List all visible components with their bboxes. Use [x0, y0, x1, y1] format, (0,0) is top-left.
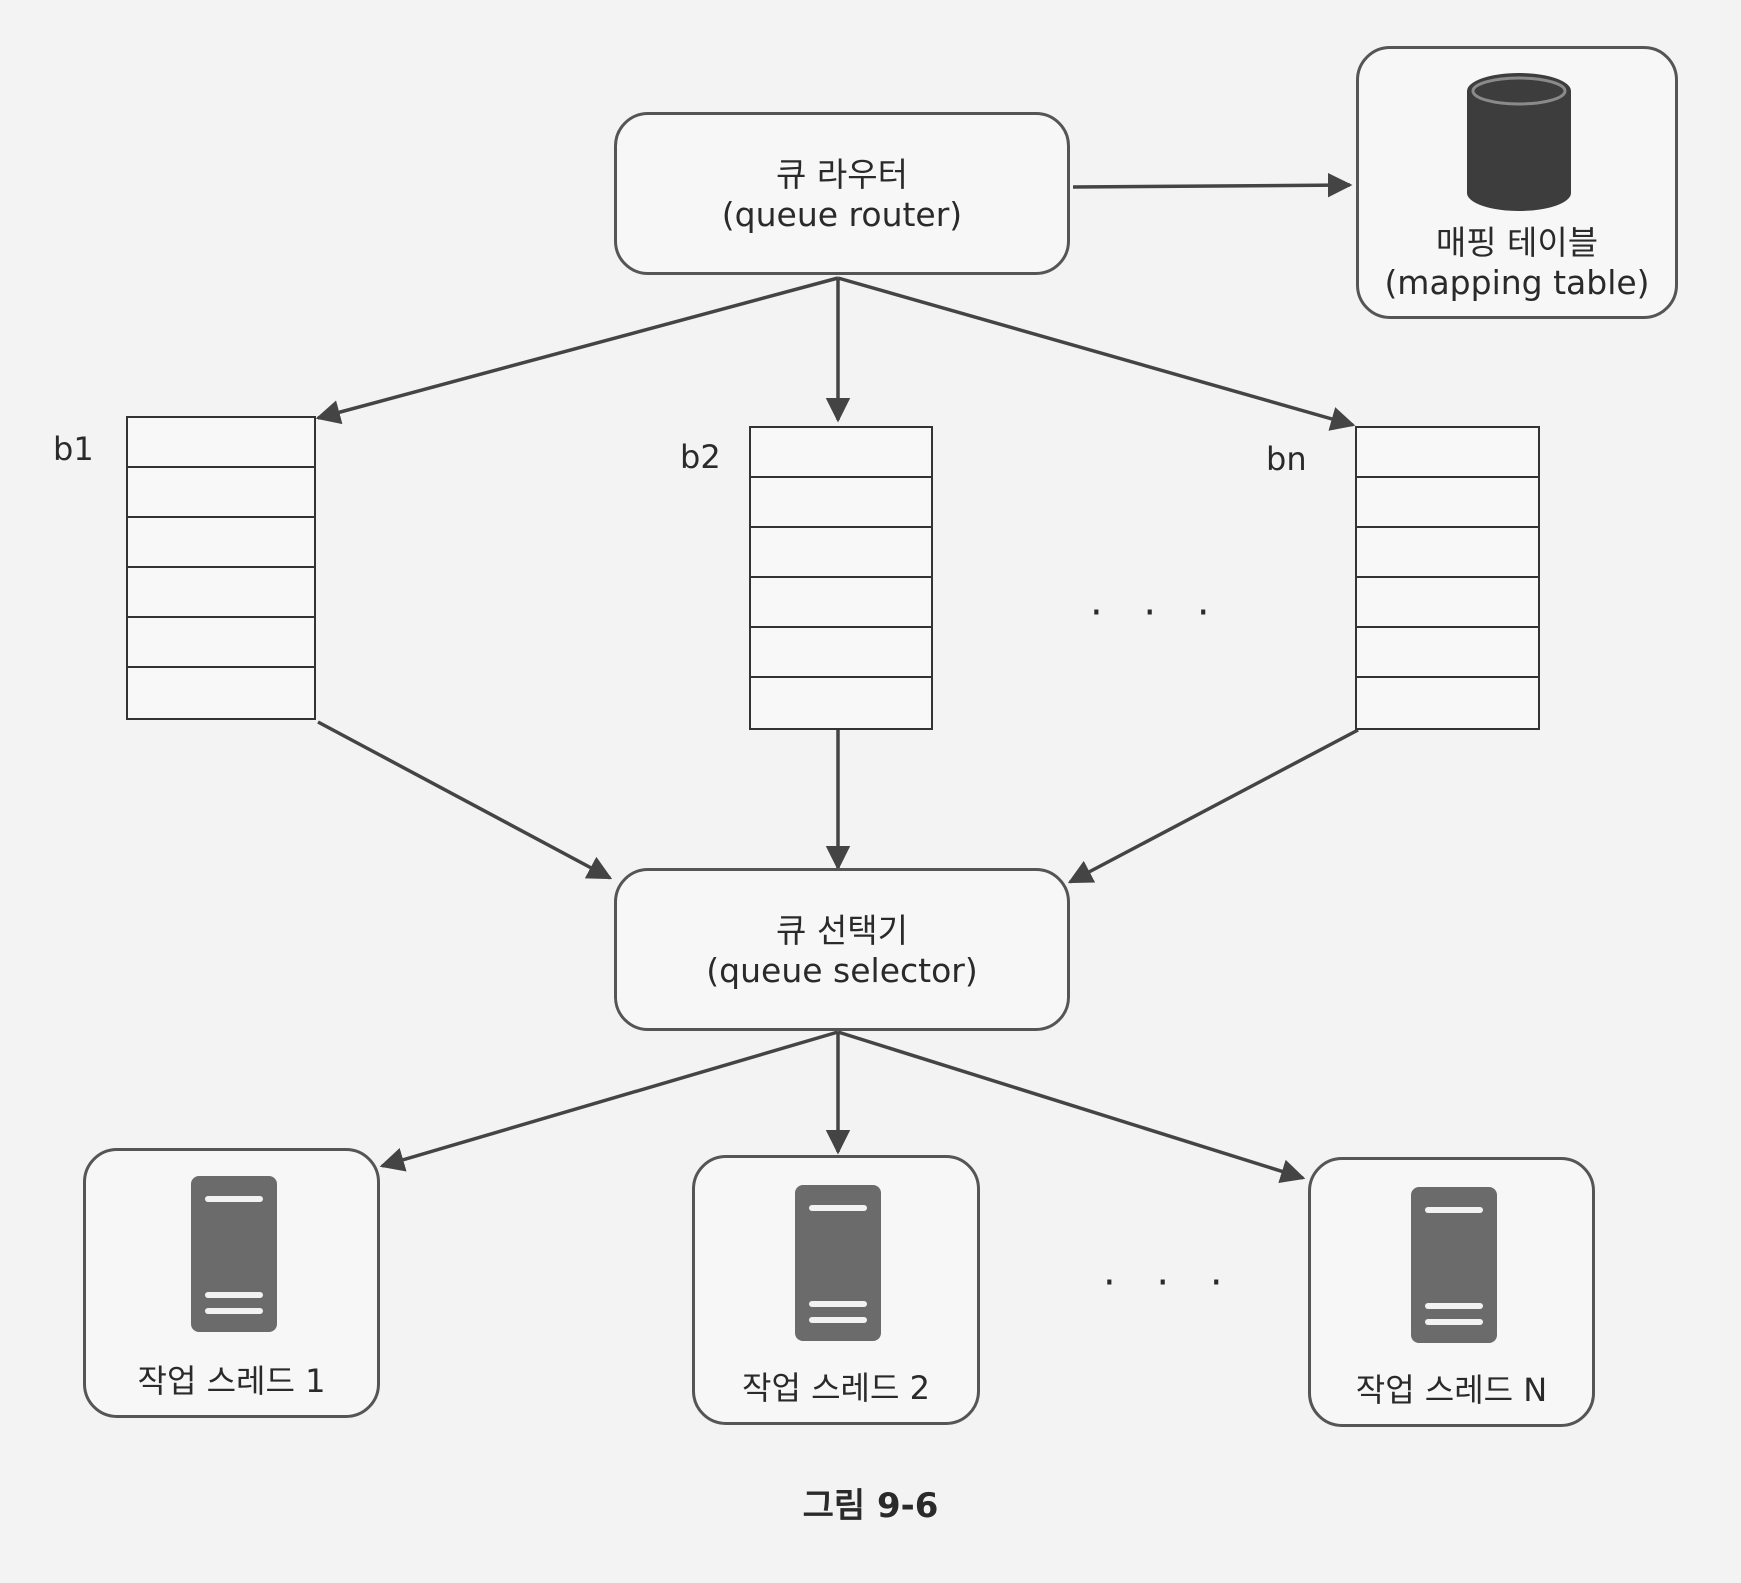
queue-label-bn: bn	[1266, 440, 1307, 478]
worker-thread-2-label: 작업 스레드 2	[742, 1369, 930, 1407]
worker-thread-N: 작업 스레드 N	[1308, 1157, 1595, 1427]
queue-b1	[126, 416, 316, 720]
mapping-table-label-en: (mapping table)	[1384, 263, 1650, 302]
server-icon	[795, 1185, 881, 1341]
queue-slot	[128, 468, 314, 518]
queue-router-box: 큐 라우터 (queue router)	[614, 112, 1070, 275]
arrow-router-to-bn	[837, 276, 1356, 431]
queue-label-b1: b1	[53, 430, 94, 468]
figure-caption: 그림 9-6	[802, 1486, 939, 1526]
worker-thread-2: 작업 스레드 2	[692, 1155, 980, 1425]
database-icon	[1467, 73, 1571, 211]
queues-ellipsis: · · ·	[1090, 590, 1224, 636]
queue-slot	[128, 418, 314, 468]
queue-slot	[1357, 628, 1538, 678]
queue-slot	[751, 478, 931, 528]
queue-slot	[128, 518, 314, 568]
queue-slot	[128, 668, 314, 718]
arrow-bn-to-selector	[1067, 728, 1359, 884]
queue-slot	[1357, 678, 1538, 728]
queue-slot	[1357, 578, 1538, 628]
queue-router-label-en: (queue router)	[721, 195, 963, 234]
queue-slot	[751, 578, 931, 628]
queue-slot	[1357, 528, 1538, 578]
queue-selector-label-en: (queue selector)	[706, 951, 978, 990]
queue-selector-box: 큐 선택기 (queue selector)	[614, 868, 1070, 1031]
arrow-selector-to-workerN	[837, 1030, 1306, 1184]
queue-slot	[128, 618, 314, 668]
queue-router-label-ko: 큐 라우터	[776, 155, 908, 194]
queue-slot	[1357, 478, 1538, 528]
queue-bn	[1355, 426, 1540, 730]
server-icon	[191, 1176, 277, 1332]
queue-slot	[751, 428, 931, 478]
arrow-selector-to-worker1	[379, 1030, 839, 1172]
worker-thread-N-label: 작업 스레드 N	[1355, 1371, 1548, 1409]
queue-label-b2: b2	[680, 438, 721, 476]
worker-thread-1-label: 작업 스레드 1	[137, 1362, 326, 1400]
mapping-table-label-ko: 매핑 테이블	[1435, 223, 1599, 262]
server-icon	[1411, 1187, 1497, 1343]
queue-slot	[751, 628, 931, 678]
queue-slot	[1357, 428, 1538, 478]
arrow-b1-to-selector	[317, 720, 613, 880]
queue-slot	[751, 678, 931, 728]
arrow-router-to-b1	[315, 276, 839, 425]
queue-slot	[128, 568, 314, 618]
arrow-router-to-mapping	[1072, 172, 1353, 198]
queue-b2	[749, 426, 933, 730]
mapping-table-box: 매핑 테이블 (mapping table)	[1356, 46, 1678, 319]
queue-selector-label-ko: 큐 선택기	[776, 911, 908, 950]
worker-thread-1: 작업 스레드 1	[83, 1148, 380, 1418]
queue-slot	[751, 528, 931, 578]
workers-ellipsis: · · ·	[1103, 1260, 1237, 1306]
